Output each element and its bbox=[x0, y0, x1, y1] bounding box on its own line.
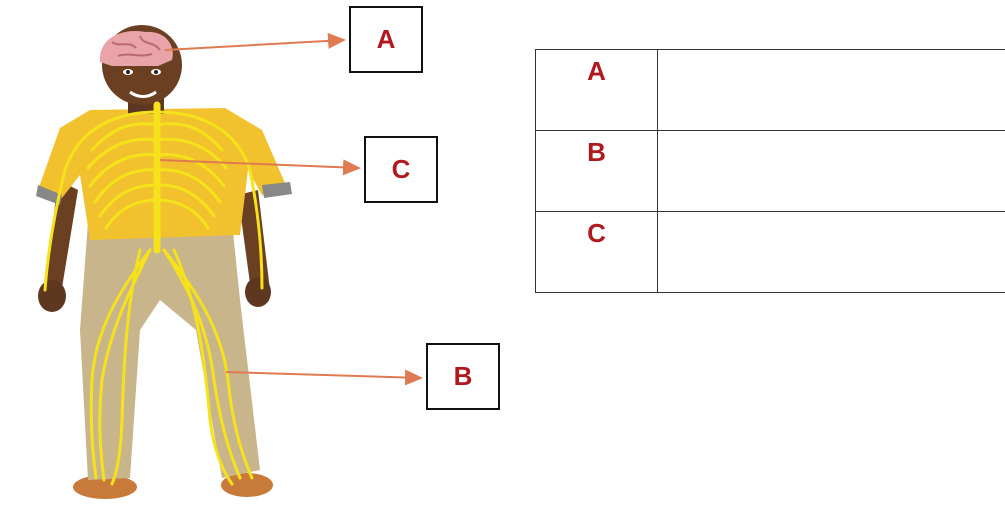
arrow-a bbox=[165, 40, 344, 50]
label-a-text: A bbox=[377, 24, 396, 55]
answer-table: A B C bbox=[535, 49, 1005, 293]
table-row: C bbox=[536, 212, 1005, 293]
answer-cell[interactable] bbox=[658, 212, 1005, 293]
brain-shape bbox=[100, 31, 173, 66]
table-row: B bbox=[536, 131, 1005, 212]
label-box-c: C bbox=[364, 136, 438, 203]
label-box-b: B bbox=[426, 343, 500, 410]
arrow-b bbox=[226, 372, 421, 378]
row-key: A bbox=[536, 50, 658, 131]
table-row: A bbox=[536, 50, 1005, 131]
boy-illustration bbox=[36, 25, 292, 499]
answer-cell[interactable] bbox=[658, 50, 1005, 131]
label-box-a: A bbox=[349, 6, 423, 73]
row-key: C bbox=[536, 212, 658, 293]
row-key: B bbox=[536, 131, 658, 212]
answer-cell[interactable] bbox=[658, 131, 1005, 212]
label-b-text: B bbox=[454, 361, 473, 392]
label-c-text: C bbox=[392, 154, 411, 185]
